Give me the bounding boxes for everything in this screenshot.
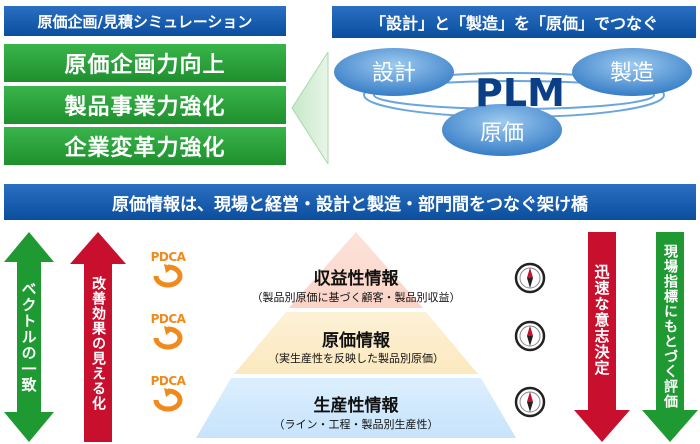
rapid-decision-arrow-icon xyxy=(574,232,630,442)
tier-2-title: 原価情報 xyxy=(322,331,390,351)
goal-item-1: 原価企画力向上 xyxy=(4,44,286,82)
pdca-cycle-1: PDCA xyxy=(146,250,190,290)
ellipse-cost xyxy=(442,104,562,156)
plm-label: PLM xyxy=(475,71,565,115)
ellipse-manufacturing-label: 製造 xyxy=(610,61,654,86)
bridge-banner: 原価情報は、現場と経営・設計と製造・部門間をつなぐ架け橋 xyxy=(4,184,696,220)
ellipse-manufacturing xyxy=(572,48,692,96)
compass-icon xyxy=(514,320,546,352)
cycle-arrow-icon xyxy=(153,264,183,288)
right-panel-header: 「設計」と「製造」を「原価」でつなぐ xyxy=(332,6,696,38)
pdca-label-3: PDCA xyxy=(150,374,186,388)
connector-arrow-icon xyxy=(291,52,329,164)
pdca-cycle-3: PDCA xyxy=(146,374,190,414)
ellipse-cost-label: 原価 xyxy=(480,121,524,146)
tier-1-subtitle: （製品別原価に基づく顧客・製品別収益） xyxy=(251,291,461,304)
pyramid-tier-cost xyxy=(234,312,478,374)
compass-icon xyxy=(514,386,546,418)
vector-alignment-arrow-icon xyxy=(4,232,54,442)
tier-3-title: 生産性情報 xyxy=(313,396,399,416)
plm-diagram: 設計 製造 原価 PLM xyxy=(334,48,692,156)
compass-icon xyxy=(514,262,546,294)
tier-3-subtitle: （ライン・工程・製品別生産性） xyxy=(273,418,439,431)
improvement-visibility-label: 改善効果の見える化 xyxy=(90,275,106,411)
cycle-arrow-icon xyxy=(153,388,183,412)
improvement-visibility-arrow-icon xyxy=(70,232,126,442)
pdca-cycle-2: PDCA xyxy=(146,312,190,352)
ellipse-design xyxy=(334,48,454,96)
pyramid-tier-profitability xyxy=(289,232,423,308)
tier-1-title: 収益性情報 xyxy=(313,269,399,289)
tier-2-subtitle: （実生産性を反映した製品別原価） xyxy=(268,352,444,365)
cycle-arrow-icon xyxy=(153,326,183,350)
left-panel-header: 原価企画/見積シミュレーション xyxy=(4,6,286,36)
pyramid-tier-productivity xyxy=(196,378,516,438)
pyramid-labels: 収益性情報 （製品別原価に基づく顧客・製品別収益） 原価情報 （実生産性を反映し… xyxy=(196,232,516,440)
info-pyramid xyxy=(196,232,516,438)
goal-item-3: 企業変革力強化 xyxy=(4,127,286,165)
ellipse-design-label: 設計 xyxy=(372,61,416,86)
pdca-label-1: PDCA xyxy=(150,250,186,264)
field-metric-evaluation-label: 現場指標にもとづく評価 xyxy=(662,243,678,409)
goal-item-2: 製品事業力強化 xyxy=(4,86,286,124)
field-metric-evaluation-arrow-icon xyxy=(642,232,698,442)
rapid-decision-label: 迅速な意志決定 xyxy=(592,264,611,376)
vector-alignment-label: ベクトルの一致 xyxy=(19,281,38,393)
pdca-label-2: PDCA xyxy=(150,312,186,326)
